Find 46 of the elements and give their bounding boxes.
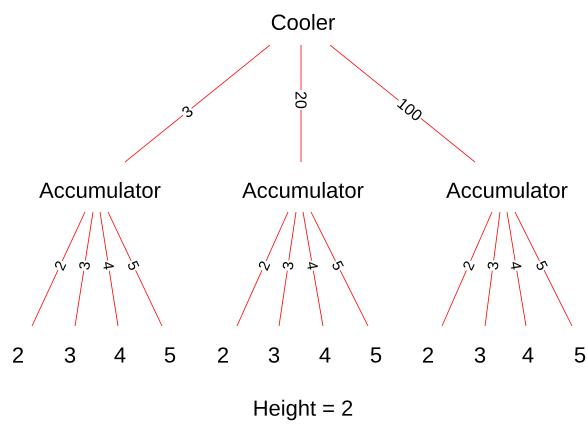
- root-label: Cooler: [272, 14, 335, 30]
- line: [300, 44, 302, 162]
- edge-label: 4: [509, 260, 523, 272]
- line: [100, 212, 118, 326]
- line: [484, 212, 500, 326]
- line: [236, 212, 288, 326]
- leaf-label: 5: [164, 347, 176, 363]
- node-label: Accumulator: [446, 182, 568, 198]
- edge-label: 3: [281, 260, 295, 272]
- edge-label: 100: [394, 95, 426, 124]
- node-label: Accumulator: [242, 182, 364, 198]
- leaf-label: 4: [522, 347, 534, 363]
- leaf-label: 3: [64, 347, 76, 363]
- line: [310, 212, 368, 326]
- edge-label: 4: [102, 260, 116, 272]
- leaf-label: 4: [114, 347, 126, 363]
- edge-label: 5: [126, 258, 142, 273]
- edge-label: 2: [256, 258, 272, 273]
- leaf-label: 2: [13, 347, 23, 363]
- line: [278, 212, 296, 326]
- line: [108, 212, 162, 326]
- edge-label: 2: [52, 258, 68, 273]
- leaf-label: 5: [370, 347, 382, 363]
- leaf-label: 5: [574, 347, 586, 363]
- line: [514, 212, 572, 326]
- node-label: Accumulator: [39, 182, 161, 198]
- line: [442, 212, 492, 326]
- edge-label: 2: [460, 258, 476, 273]
- line: [32, 212, 86, 326]
- edge-label: 3: [178, 103, 196, 120]
- edge-label: 5: [534, 258, 550, 273]
- edge-label: 3: [78, 260, 92, 272]
- edge-label: 3: [486, 260, 500, 272]
- edge-label: 20: [294, 90, 308, 110]
- line: [302, 212, 324, 326]
- leaf-label: 4: [319, 347, 330, 363]
- edge-label: 4: [305, 259, 320, 272]
- leaf-label: 3: [268, 347, 280, 363]
- line: [506, 212, 526, 326]
- caption: Height = 2: [254, 400, 352, 420]
- line: [124, 44, 270, 162]
- line: [74, 212, 94, 326]
- leaf-label: 2: [423, 347, 433, 363]
- leaf-label: 3: [474, 347, 486, 363]
- leaf-label: 2: [218, 347, 228, 363]
- edge-label: 5: [330, 258, 346, 273]
